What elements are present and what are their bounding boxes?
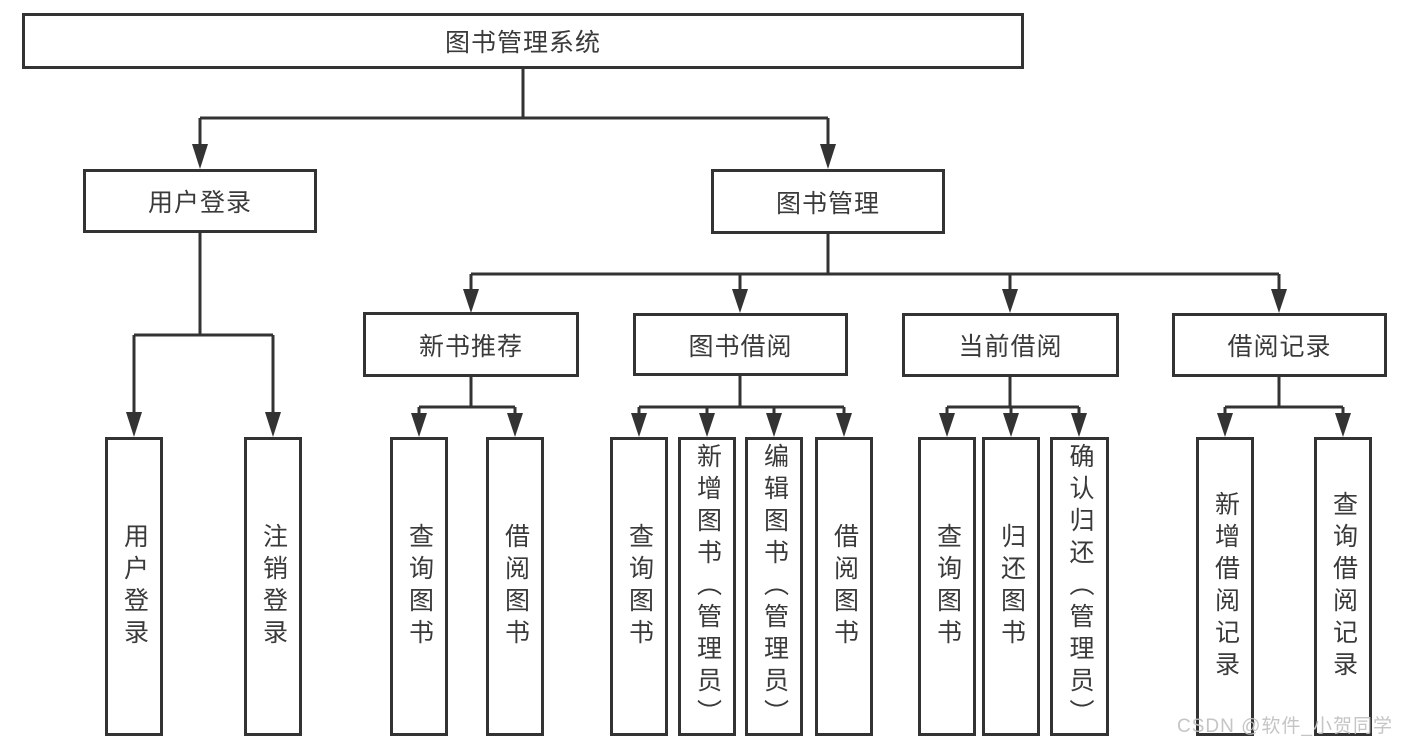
node-user-login: 用户登录 [83, 169, 317, 233]
node-book-borrowing: 图书借阅 [633, 313, 848, 376]
leaf-records-add-record: 新增借阅记录 [1196, 437, 1254, 736]
leaf-borrowing-borrow-books: 借阅图书 [815, 437, 873, 736]
leaf-current-query-books: 查询图书 [918, 437, 976, 736]
node-new-book-recommend: 新书推荐 [363, 312, 579, 377]
node-borrowing-records: 借阅记录 [1172, 313, 1387, 377]
node-current-borrowing: 当前借阅 [902, 313, 1119, 377]
leaf-borrowing-edit-books-admin: 编辑图书（管理员） [745, 437, 803, 736]
leaf-borrowing-add-books-admin: 新增图书（管理员） [678, 437, 736, 736]
leaf-label: 新增图书（管理员） [693, 442, 722, 731]
leaf-recommend-borrow-books: 借阅图书 [486, 437, 544, 736]
node-book-management: 图书管理 [711, 169, 945, 234]
leaf-borrowing-query-books: 查询图书 [610, 437, 668, 736]
leaf-records-query-record: 查询借阅记录 [1314, 437, 1372, 736]
leaf-label: 新增借阅记录 [1211, 490, 1240, 683]
leaf-label: 查询图书 [933, 522, 962, 651]
watermark: CSDN @软件_小贺同学 [1177, 716, 1393, 737]
leaf-label: 归还图书 [997, 522, 1026, 651]
leaf-label: 编辑图书（管理员） [760, 442, 789, 731]
leaf-label: 借阅图书 [830, 522, 859, 651]
leaf-label: 查询图书 [625, 522, 654, 651]
leaf-label: 借阅图书 [501, 522, 530, 651]
leaf-label: 用户登录 [120, 522, 149, 651]
node-library-system: 图书管理系统 [22, 13, 1024, 69]
leaf-label: 注销登录 [259, 522, 288, 651]
leaf-logout: 注销登录 [244, 437, 302, 736]
leaf-label: 确认归还（管理员） [1066, 442, 1094, 731]
leaf-label: 查询借阅记录 [1329, 490, 1358, 683]
leaf-recommend-query-books: 查询图书 [390, 437, 448, 736]
leaf-user-login: 用户登录 [105, 437, 163, 736]
leaf-label: 查询图书 [405, 522, 434, 651]
leaf-current-return-books: 归还图书 [982, 437, 1040, 736]
leaf-current-confirm-return-admin: 确认归还（管理员） [1050, 437, 1109, 736]
